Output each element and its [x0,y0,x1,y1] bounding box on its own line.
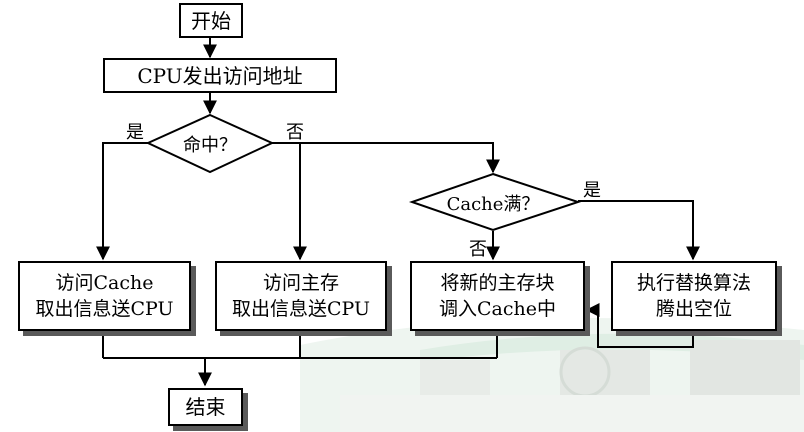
hit-no-label: 否 [286,122,304,143]
full-yes-label: 是 [583,180,601,201]
full-no-label: 否 [469,239,487,260]
access-main-line-2: 取出信息送CPU [231,298,370,320]
access-cache-line-2: 取出信息送CPU [35,298,174,320]
hit-decision-label: 命中？ [183,135,237,156]
send-address-node: CPU发出访问地址 [103,58,337,93]
replace-line-2: 腾出空位 [655,298,732,320]
hit-yes-label: 是 [126,122,144,143]
hit-decision-diamond [145,113,275,174]
start-label: 开始 [191,8,231,33]
edge-hit-no-main [272,142,307,261]
access-main-memory-node: 访问主存 取出信息送CPU [215,261,387,331]
edge-replace-to-load [585,303,694,348]
end-label: 结束 [185,395,226,419]
edge-hit-yes [96,142,148,261]
send-address-label: CPU发出访问地址 [137,63,303,88]
start-node: 开始 [179,3,243,38]
access-main-line-1: 访问主存 [262,272,339,294]
access-cache-node: 访问Cache 取出信息送CPU [18,261,191,331]
access-cache-line-1: 访问Cache [55,272,154,294]
edge-hit-no-full [300,142,500,174]
load-block-node: 将新的主存块 调入Cache中 [410,261,585,331]
edge-full-yes [578,200,700,261]
end-node: 结束 [168,388,243,426]
cache-full-decision-label: Cache满？ [446,194,540,215]
replace-line-1: 执行替换算法 [636,272,751,294]
cache-full-decision-diamond [408,172,582,232]
load-block-line-2: 调入Cache中 [439,298,556,320]
load-block-line-1: 将新的主存块 [440,272,555,294]
replacement-algorithm-node: 执行替换算法 腾出空位 [611,261,777,331]
